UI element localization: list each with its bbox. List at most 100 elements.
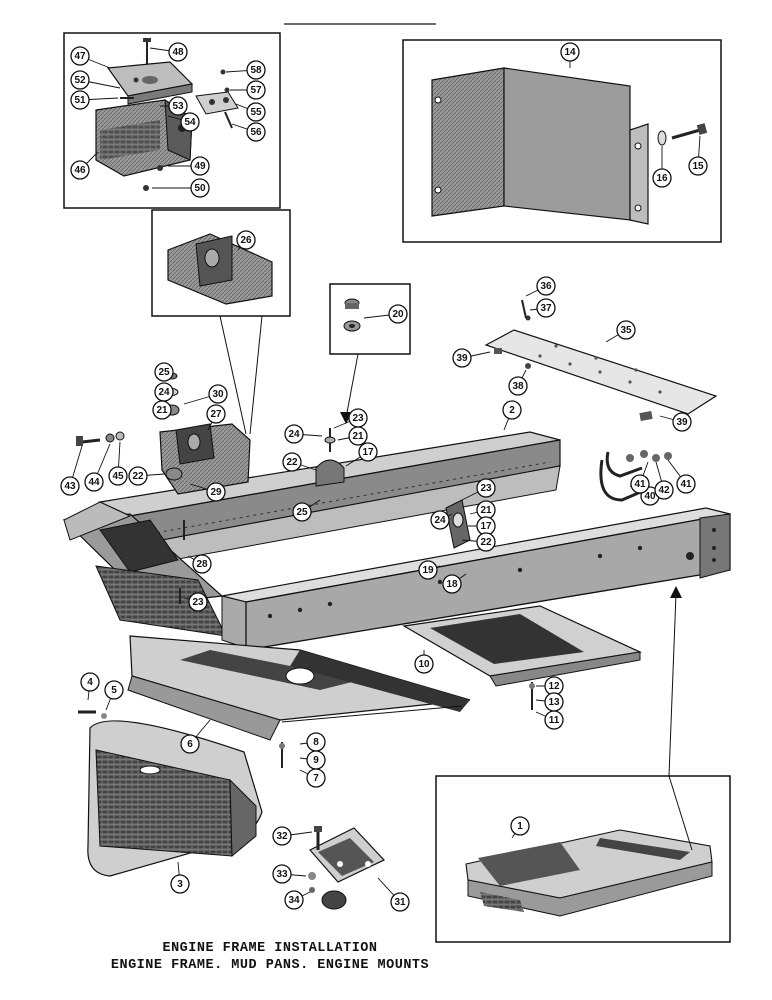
- callout-circle-18: [442, 574, 462, 594]
- callout-circle-27: [206, 404, 226, 424]
- callout-label-23: 23: [480, 483, 492, 494]
- callout-circle-34: [284, 890, 304, 910]
- callout-label-18: 18: [446, 579, 458, 590]
- callout-label-2: 2: [509, 405, 515, 416]
- callout-circle-14: [560, 42, 580, 62]
- callout-label-53: 53: [172, 101, 184, 112]
- callout-circle-26: [236, 230, 256, 250]
- callout-circle-22: [128, 466, 148, 486]
- callout-circle-22: [282, 452, 302, 472]
- callout-circle-29: [206, 482, 226, 502]
- callout-label-41: 41: [680, 479, 692, 490]
- callout-circle-25: [292, 502, 312, 522]
- callout-circle-57: [246, 80, 266, 100]
- callout-label-21: 21: [352, 431, 364, 442]
- inset-rear-mount: [151, 209, 291, 317]
- callout-label-51: 51: [74, 95, 86, 106]
- callout-circle-51: [70, 90, 90, 110]
- callout-label-29: 29: [210, 487, 222, 498]
- callout-label-22: 22: [480, 537, 492, 548]
- callout-circle-58: [246, 60, 266, 80]
- callout-circle-20: [388, 304, 408, 324]
- callout-circle-28: [192, 554, 212, 574]
- callout-label-14: 14: [564, 47, 576, 58]
- callout-label-8: 8: [313, 737, 319, 748]
- callout-label-4: 4: [87, 677, 93, 688]
- callout-circle-37: [536, 298, 556, 318]
- rear-bracket: [308, 826, 385, 910]
- callout-label-30: 30: [212, 389, 224, 400]
- callout-label-39: 39: [456, 353, 468, 364]
- callout-label-10: 10: [418, 659, 430, 670]
- callout-circle-54: [180, 112, 200, 132]
- callout-circle-48: [168, 42, 188, 62]
- front-guard: [78, 710, 263, 877]
- callout-label-25: 25: [158, 367, 170, 378]
- callout-label-49: 49: [194, 161, 206, 172]
- callout-circle-44: [84, 472, 104, 492]
- callout-label-54: 54: [184, 117, 196, 128]
- callout-circle-49: [190, 156, 210, 176]
- callout-label-16: 16: [656, 173, 668, 184]
- callout-label-41: 41: [634, 479, 646, 490]
- callout-circle-13: [544, 692, 564, 712]
- callout-label-21: 21: [156, 405, 168, 416]
- callout-circle-4: [80, 672, 100, 692]
- caption-title: ENGINE FRAME INSTALLATION: [162, 941, 378, 956]
- callout-circle-52: [70, 70, 90, 90]
- callout-circle-19: [418, 560, 438, 580]
- callout-circle-6: [180, 734, 200, 754]
- mud-pan-left: [127, 635, 471, 741]
- callout-label-9: 9: [313, 755, 319, 766]
- callout-label-23: 23: [352, 413, 364, 424]
- callout-label-40: 40: [644, 491, 656, 502]
- callout-label-57: 57: [250, 85, 262, 96]
- cover-plate: [484, 299, 718, 421]
- callout-circle-23: [348, 408, 368, 428]
- callout-circle-56: [246, 122, 266, 142]
- callout-label-1: 1: [517, 821, 523, 832]
- callout-circle-38: [508, 376, 528, 396]
- callout-label-19: 19: [422, 565, 434, 576]
- callout-circle-17: [358, 442, 378, 462]
- callout-circle-36: [536, 276, 556, 296]
- callout-label-36: 36: [540, 281, 552, 292]
- callout-circle-42: [654, 480, 674, 500]
- callout-circle-5: [104, 680, 124, 700]
- callout-circle-2: [502, 400, 522, 420]
- callout-circle-22: [476, 532, 496, 552]
- callout-label-12: 12: [548, 681, 560, 692]
- callout-label-45: 45: [112, 471, 124, 482]
- callout-circle-53: [168, 96, 188, 116]
- callout-label-33: 33: [276, 869, 288, 880]
- callout-label-24: 24: [158, 387, 170, 398]
- callout-label-5: 5: [111, 685, 117, 696]
- callout-label-21: 21: [480, 505, 492, 516]
- callout-label-50: 50: [194, 183, 206, 194]
- inset-side-shield: [402, 39, 722, 243]
- callout-circle-3: [170, 874, 190, 894]
- callout-label-34: 34: [288, 895, 300, 906]
- callout-label-37: 37: [540, 303, 552, 314]
- callout-circle-30: [208, 384, 228, 404]
- u-bolt: [599, 450, 672, 502]
- callout-label-39: 39: [676, 417, 688, 428]
- callout-label-48: 48: [172, 47, 184, 58]
- callout-label-43: 43: [64, 481, 76, 492]
- callout-circle-10: [414, 654, 434, 674]
- callout-label-38: 38: [512, 381, 524, 392]
- callout-label-42: 42: [658, 485, 670, 496]
- callout-label-20: 20: [392, 309, 404, 320]
- callout-circle-45: [108, 466, 128, 486]
- callout-circle-43: [60, 476, 80, 496]
- callout-label-6: 6: [187, 739, 193, 750]
- callout-label-22: 22: [286, 457, 298, 468]
- callout-label-25: 25: [296, 507, 308, 518]
- callout-label-11: 11: [549, 715, 560, 726]
- callout-label-22: 22: [132, 471, 144, 482]
- callout-label-31: 31: [394, 897, 406, 908]
- callout-circle-31: [390, 892, 410, 912]
- callout-circle-24: [154, 382, 174, 402]
- callout-circle-39: [452, 348, 472, 368]
- callout-circle-25: [154, 362, 174, 382]
